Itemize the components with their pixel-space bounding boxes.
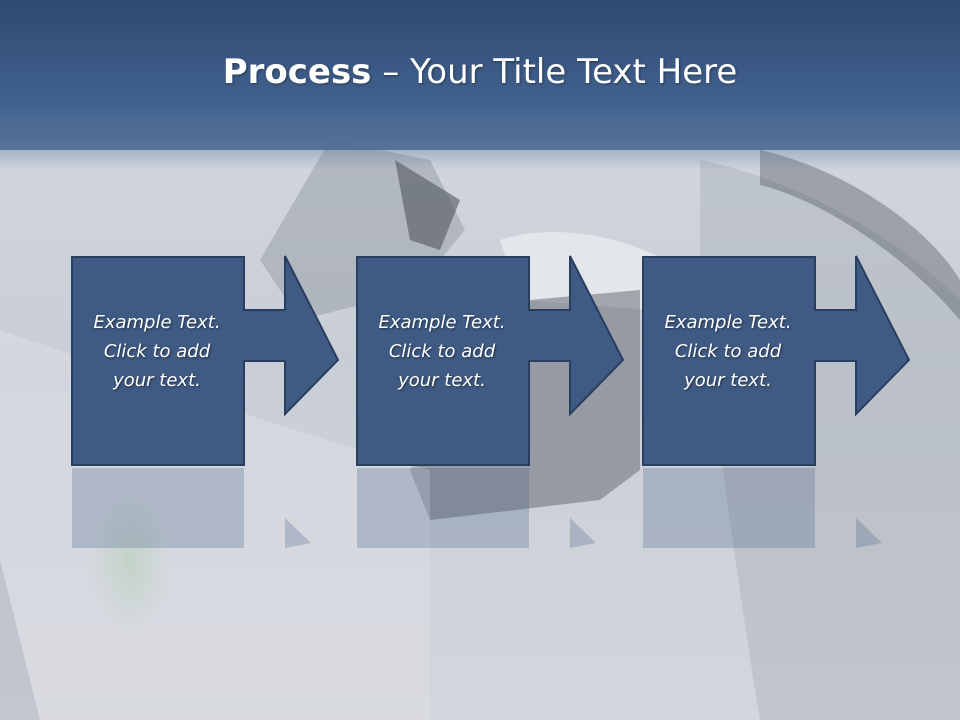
step-1-line-3: your text. <box>113 370 201 391</box>
title-bar-fade <box>0 125 960 170</box>
step-3-line-2: Click to add <box>674 341 782 362</box>
step-2-text: Example Text. Click to add your text. <box>356 308 528 395</box>
step-1-line-1: Example Text. <box>93 312 221 333</box>
step-2-line-2: Click to add <box>388 341 496 362</box>
step-1-text: Example Text. Click to add your text. <box>71 308 243 395</box>
step-1-arrow-shape <box>71 255 340 466</box>
slide-title-rest: – Your Title Text Here <box>371 52 738 92</box>
slide-title-bold: Process <box>222 52 372 92</box>
step-3-text: Example Text. Click to add your text. <box>642 308 814 395</box>
step-3-arrow-shape <box>642 255 911 466</box>
step-3-reflection <box>642 468 912 548</box>
step-1-reflection <box>71 468 341 548</box>
step-2-reflection <box>356 468 626 548</box>
process-step-1[interactable]: Example Text. Click to add your text. <box>71 255 341 468</box>
step-2-arrow-shape <box>356 255 625 466</box>
step-2-line-1: Example Text. <box>378 312 506 333</box>
step-3-line-1: Example Text. <box>664 312 792 333</box>
process-step-3[interactable]: Example Text. Click to add your text. <box>642 255 912 468</box>
process-step-2[interactable]: Example Text. Click to add your text. <box>356 255 626 468</box>
step-2-line-3: your text. <box>398 370 486 391</box>
step-3-line-3: your text. <box>684 370 772 391</box>
slide-title[interactable]: Process – Your Title Text Here <box>0 52 960 92</box>
step-1-line-2: Click to add <box>103 341 211 362</box>
